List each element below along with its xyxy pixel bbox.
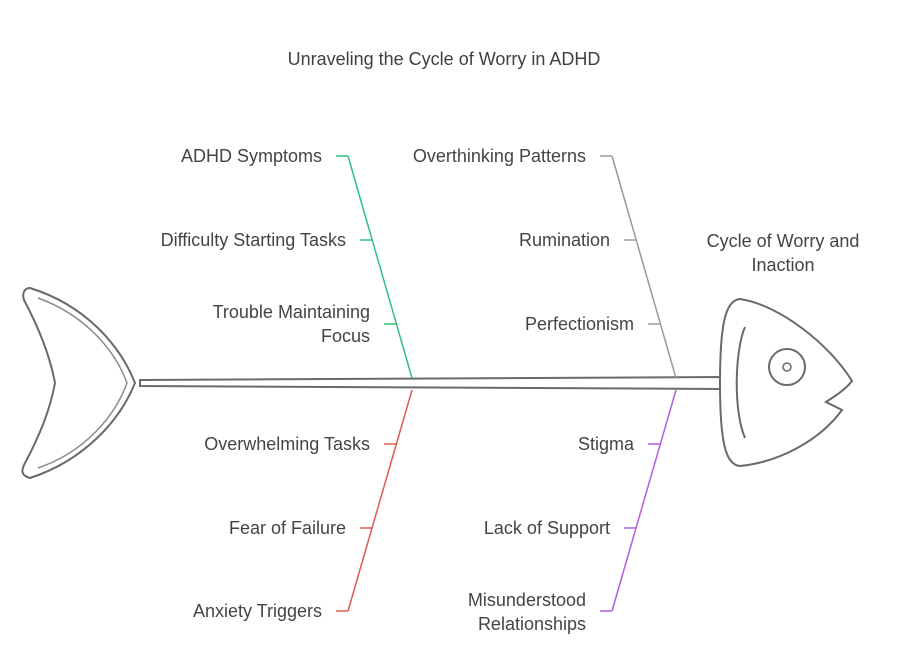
cause-overwhelming-tasks: Overwhelming Tasks (204, 434, 370, 454)
bone-overthinking (611, 155, 677, 379)
cause-adhd-symptoms: ADHD Symptoms (180, 146, 322, 166)
cause-fear-of-failure: Fear of Failure (228, 518, 346, 538)
bone-overwhelm (347, 389, 413, 612)
cause-lack-of-support: Lack of Support (483, 518, 610, 538)
fish-gill (735, 326, 746, 439)
cause-perfectionism: Perfectionism (524, 314, 634, 334)
effect-label-line2: Inaction (751, 255, 815, 275)
cause-trouble-line2: Focus (320, 326, 370, 346)
cause-misunderstood-relationships: Misunderstood Relationships (468, 588, 586, 636)
bone-social (611, 389, 677, 612)
fish-spine (139, 375, 723, 391)
effect-label: Cycle of Worry and Inaction (690, 229, 876, 277)
diagram-title: Unraveling the Cycle of Worry in ADHD (287, 49, 601, 69)
fish-tail-inner (37, 297, 128, 469)
fish-head (718, 297, 854, 468)
cause-rumination: Rumination (518, 230, 610, 250)
cause-anxiety-triggers: Anxiety Triggers (192, 601, 322, 621)
cause-trouble-maintaining-focus: Trouble Maintaining Focus (213, 300, 370, 348)
cause-misunderstood-line1: Misunderstood (467, 590, 586, 610)
cause-stigma: Stigma (577, 434, 634, 454)
bone-adhd-symptoms (347, 155, 413, 379)
cause-misunderstood-line2: Relationships (477, 614, 586, 634)
cause-difficulty-starting-tasks: Difficulty Starting Tasks (160, 230, 346, 250)
fish-tail (21, 286, 137, 480)
effect-label-line1: Cycle of Worry and (706, 231, 860, 251)
fish-eye (768, 348, 806, 386)
cause-trouble-line1: Trouble Maintaining (212, 302, 370, 322)
cause-overthinking-patterns: Overthinking Patterns (412, 146, 586, 166)
fish-pupil (782, 362, 792, 372)
